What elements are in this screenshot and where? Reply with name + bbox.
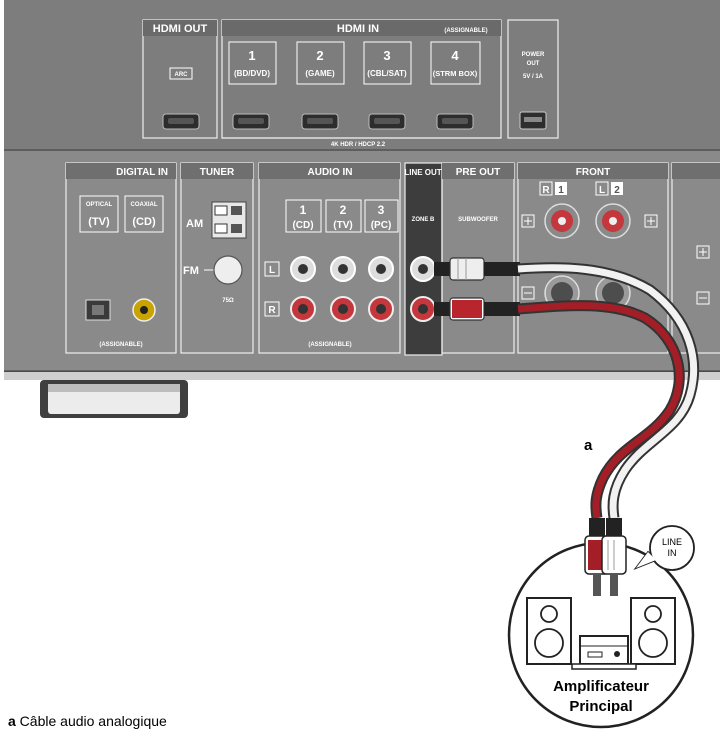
line-in-bubble: LINE IN <box>633 525 695 571</box>
svg-text:POWER: POWER <box>522 52 545 58</box>
svg-text:R: R <box>268 305 276 316</box>
device-name-line1: Amplificateur <box>553 678 649 695</box>
svg-text:(STRM BOX): (STRM BOX) <box>433 69 478 78</box>
svg-text:SUBWOOFER: SUBWOOFER <box>458 217 498 223</box>
fm-antenna-port <box>213 255 243 285</box>
audio-in-section: AUDIO IN 1 (CD) 2 (TV) 3 (PC) L R <box>258 162 401 354</box>
svg-text:IN: IN <box>668 548 677 558</box>
hdmi-in-assignable: (ASSIGNABLE) <box>444 28 487 34</box>
pre-out-title: PRE OUT <box>456 167 500 178</box>
svg-text:2: 2 <box>316 48 323 63</box>
svg-text:COAXIAL: COAXIAL <box>131 202 158 208</box>
line-out-section: LINE OUT ZONE B <box>404 162 443 356</box>
main-amplifier-callout: LINE IN Amplificateur Principal <box>507 518 695 729</box>
amplifier-unit-icon <box>571 635 637 670</box>
svg-text:3: 3 <box>383 48 390 63</box>
plus-icon <box>644 214 658 228</box>
caption-letter: a <box>8 713 16 729</box>
front-title: FRONT <box>576 167 610 178</box>
hdmi-in-title: HDMI IN <box>337 23 379 35</box>
tuner-section: TUNER AM FM 75Ω <box>180 162 254 354</box>
svg-text:1: 1 <box>300 203 307 217</box>
device-name-line2: Principal <box>569 698 632 715</box>
svg-text:4: 4 <box>451 48 459 63</box>
minus-icon <box>521 286 535 300</box>
svg-text:75Ω: 75Ω <box>222 298 234 304</box>
svg-text:(ASSIGNABLE): (ASSIGNABLE) <box>308 342 351 348</box>
rca-cable-plugs <box>434 257 520 321</box>
rca-white-jacks <box>290 256 394 282</box>
svg-text:(ASSIGNABLE): (ASSIGNABLE) <box>99 342 142 348</box>
svg-text:LINE: LINE <box>662 537 682 547</box>
svg-text:(PC): (PC) <box>371 220 392 231</box>
svg-text:1: 1 <box>248 48 255 63</box>
rca-plugs-down <box>584 518 627 596</box>
digital-in-section: DIGITAL IN OPTICAL (TV) COAXIAL (CD) (AS… <box>65 162 177 354</box>
plus-icon <box>521 214 535 228</box>
hdmi-out-section: HDMI OUT ARC <box>142 19 218 139</box>
svg-text:(CD): (CD) <box>132 216 156 228</box>
svg-text:5V / 1A: 5V / 1A <box>523 74 544 80</box>
svg-text:R: R <box>542 185 550 196</box>
svg-text:2: 2 <box>614 185 620 196</box>
pre-out-section: PRE OUT SUBWOOFER <box>441 162 515 354</box>
hdmi-in-3: 3 (CBL/SAT) <box>363 41 412 130</box>
svg-text:3: 3 <box>378 203 385 217</box>
digital-in-title: DIGITAL IN <box>116 167 168 178</box>
svg-text:L: L <box>269 265 275 276</box>
line-out-title: LINE OUT <box>404 168 441 177</box>
surround-section-partial <box>671 162 720 354</box>
svg-text:AM: AM <box>186 218 203 230</box>
svg-text:OUT: OUT <box>527 61 540 67</box>
svg-text:(BD/DVD): (BD/DVD) <box>234 69 270 78</box>
caption-text: Câble audio analogique <box>16 713 167 729</box>
caption: a Câble audio analogique <box>8 713 167 729</box>
arc-label: ARC <box>175 72 189 78</box>
svg-text:(GAME): (GAME) <box>305 69 335 78</box>
svg-text:L: L <box>599 185 605 196</box>
hdmi-out-title: HDMI OUT <box>153 23 208 35</box>
hdmi-in-1: 1 (BD/DVD) <box>228 41 277 130</box>
svg-text:2: 2 <box>340 203 347 217</box>
tuner-title: TUNER <box>200 167 235 178</box>
svg-text:(CD): (CD) <box>292 220 313 231</box>
audio-in-title: AUDIO IN <box>308 167 353 178</box>
right-speaker-icon <box>630 597 676 665</box>
svg-text:FM: FM <box>183 265 199 277</box>
svg-text:ZONE B: ZONE B <box>412 217 435 223</box>
svg-text:(TV): (TV) <box>333 220 352 231</box>
power-out-section: POWER OUT 5V / 1A <box>507 19 559 139</box>
hdmi-footer: 4K HDR / HDCP 2.2 <box>331 142 386 148</box>
hdmi-in-2: 2 (GAME) <box>296 41 345 130</box>
svg-text:1: 1 <box>558 185 564 196</box>
hdmi-in-section: HDMI IN (ASSIGNABLE) 1 (BD/DVD) 2 (GAME)… <box>221 19 502 148</box>
hdmi-in-4: 4 (STRM BOX) <box>430 41 481 130</box>
cable-callout-letter: a <box>584 437 593 454</box>
analog-audio-cable <box>517 262 700 519</box>
rca-red-jacks <box>290 296 394 322</box>
svg-text:(TV): (TV) <box>88 216 110 228</box>
svg-text:(CBL/SAT): (CBL/SAT) <box>367 69 407 78</box>
svg-text:OPTICAL: OPTICAL <box>86 202 113 208</box>
left-speaker-icon <box>526 597 572 665</box>
